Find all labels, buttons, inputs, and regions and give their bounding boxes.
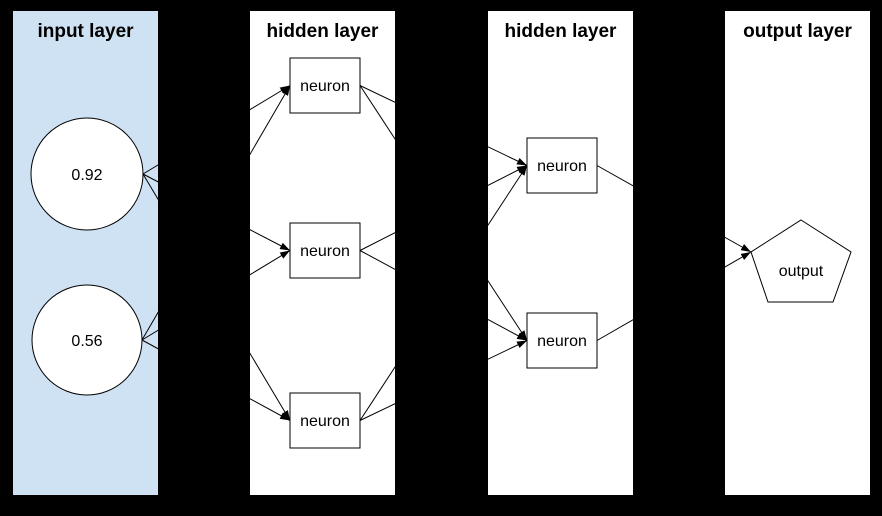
hidden1-neuron-2 <box>289 222 361 279</box>
hidden2-neuron-1-label: neuron <box>537 158 587 175</box>
output-layer-title: output layer <box>743 21 852 42</box>
hidden2-neuron-2 <box>526 312 598 369</box>
hidden1-neuron-1-label: neuron <box>300 78 350 95</box>
connection-line <box>359 85 528 166</box>
connection-line <box>141 339 291 421</box>
connection-line <box>142 173 291 421</box>
connection-line <box>596 251 752 341</box>
connection-line <box>141 250 291 341</box>
hidden-layer-1-title: hidden layer <box>267 21 380 42</box>
output-node-label: output <box>779 263 824 280</box>
connection-line <box>142 85 291 175</box>
connection-line <box>359 165 528 251</box>
input-node-1-label: 0.92 <box>71 167 102 184</box>
connection-line <box>596 165 752 253</box>
connection-line <box>359 250 528 341</box>
hidden-layer-2-title: hidden layer <box>505 21 618 42</box>
hidden1-neuron-1 <box>289 57 361 114</box>
connection-line <box>141 85 291 341</box>
connection-line <box>359 85 528 341</box>
hidden2-neuron-1 <box>526 137 598 194</box>
connection-line <box>359 165 528 421</box>
connection-line <box>359 340 528 421</box>
hidden1-neuron-2-label: neuron <box>300 243 350 260</box>
input-node-2-label: 0.56 <box>71 333 102 350</box>
input-node-2 <box>31 284 143 396</box>
connection-lines <box>141 85 752 421</box>
hidden2-neuron-2-label: neuron <box>537 333 587 350</box>
hidden1-neuron-3-label: neuron <box>300 413 350 430</box>
input-layer-title: input layer <box>37 21 134 42</box>
output-node <box>750 219 852 303</box>
input-node-1 <box>30 117 144 231</box>
hidden-layer-2-panel <box>488 11 633 495</box>
input-layer-panel <box>13 11 158 495</box>
hidden1-neuron-3 <box>289 392 361 449</box>
